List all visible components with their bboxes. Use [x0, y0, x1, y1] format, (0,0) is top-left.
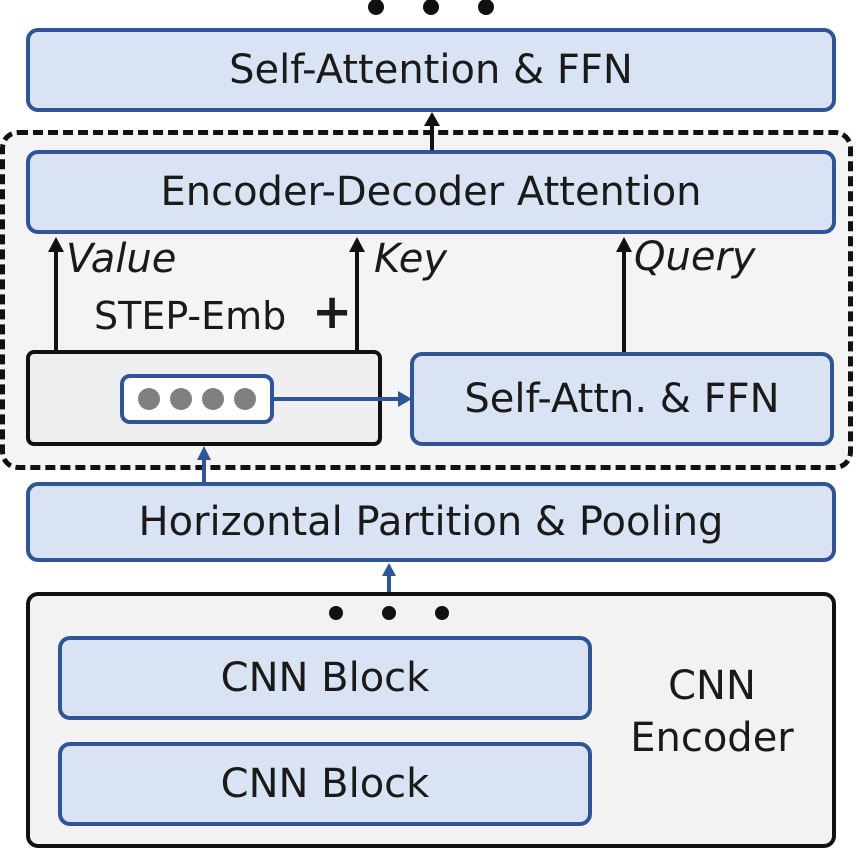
cnn-block-1: CNN Block: [58, 636, 592, 720]
step-emb-label: STEP-Emb: [94, 294, 287, 338]
query-arrowhead: [616, 237, 632, 252]
token-to-self-attn-arrowhead: [398, 391, 412, 407]
cnn-block-1-label: CNN Block: [220, 655, 430, 701]
token-dot: [138, 388, 160, 410]
plus-sign: +: [312, 284, 353, 340]
encoder-decoder-attention-box: Encoder-Decoder Attention: [26, 150, 836, 234]
top-ellipsis-dot: [478, 0, 494, 15]
cnn-ellipsis-dot: [435, 606, 449, 620]
cnn-ellipsis-dot: [329, 606, 343, 620]
horizontal-partition-pooling-box: Horizontal Partition & Pooling: [26, 482, 836, 562]
arrowhead-self-attention-ffn: [424, 112, 440, 126]
key-label: Key: [374, 236, 448, 282]
encoder-decoder-attention-label: Encoder-Decoder Attention: [160, 169, 702, 215]
token-dot: [170, 388, 192, 410]
key-arrowhead: [349, 237, 365, 252]
top-ellipsis-dot: [368, 0, 384, 15]
partition-to-step-arrowhead: [197, 446, 211, 460]
cnn-encoder-label-line1: CNN: [668, 663, 756, 709]
horizontal-partition-pooling-label: Horizontal Partition & Pooling: [138, 499, 724, 545]
cnn-block-2: CNN Block: [58, 742, 592, 826]
self-attention-ffn-box: Self-Attention & FFN: [26, 28, 836, 112]
cnn-encoder-label: CNN Encoder: [612, 660, 812, 764]
cnn-ellipsis-dot: [382, 606, 396, 620]
value-arrowhead: [48, 237, 64, 252]
token-dot: [234, 388, 256, 410]
cnn-block-2-label: CNN Block: [220, 761, 430, 807]
token-dot: [202, 388, 224, 410]
cnn-to-partition-arrowhead: [382, 563, 396, 576]
self-attn-ffn-small-label: Self-Attn. & FFN: [464, 376, 780, 422]
cnn-encoder-label-line2: Encoder: [630, 715, 794, 761]
query-label: Query: [634, 234, 756, 280]
value-label: Value: [66, 236, 177, 282]
token-sequence-box: [120, 374, 274, 424]
top-ellipsis-dot: [423, 0, 439, 15]
self-attention-ffn-label: Self-Attention & FFN: [229, 47, 633, 93]
self-attn-ffn-small-box: Self-Attn. & FFN: [410, 352, 834, 446]
